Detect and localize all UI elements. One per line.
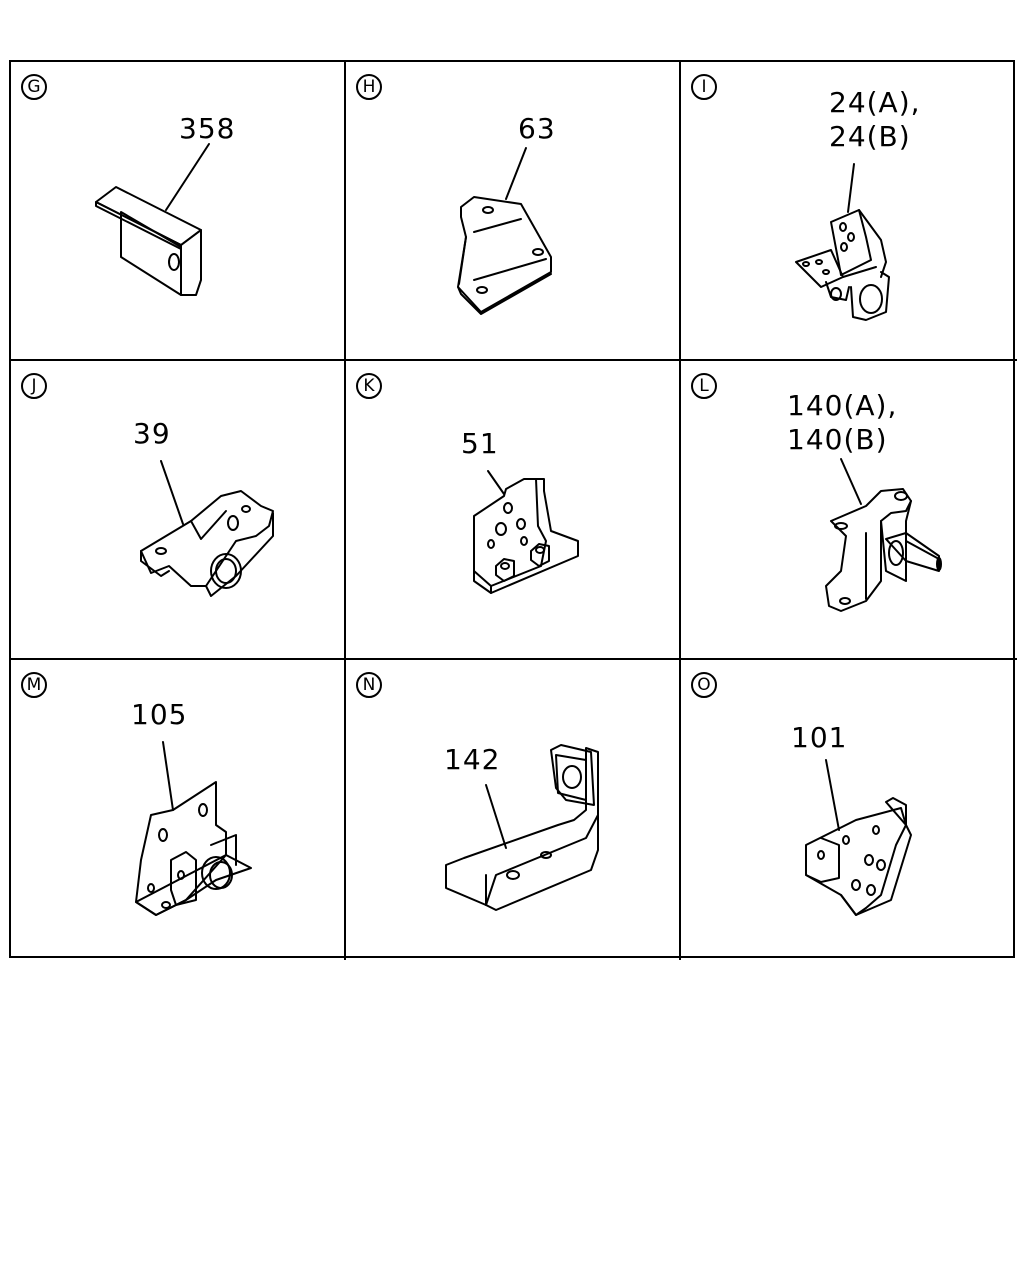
part-number-140-line2: 140(B) (787, 423, 888, 456)
cell-h: H 63 (346, 62, 681, 361)
gusset-bracket-icon (805, 759, 912, 916)
callout-letter-n: N (356, 672, 382, 698)
part-number-24[interactable]: 24(A), 24(B) (829, 86, 921, 154)
l-strap-bracket-icon (445, 744, 599, 911)
callout-letter-j: J (21, 373, 47, 399)
cell-i: I 24(A), 24(B) (681, 62, 1017, 361)
part-number-140[interactable]: 140(A), 140(B) (787, 389, 897, 457)
cell-m: M 105 (11, 660, 346, 960)
part-number-63[interactable]: 63 (518, 112, 556, 145)
parts-diagram-grid: G 358 H 63 I 24(A), 24(B) (9, 60, 1017, 960)
part-number-142[interactable]: 142 (444, 743, 501, 776)
cell-n: N 142 (346, 660, 681, 960)
cell-j: J 39 (11, 361, 346, 660)
part-number-358[interactable]: 358 (179, 112, 236, 145)
callout-letter-i: I (691, 74, 717, 100)
callout-letter-m: M (21, 672, 47, 698)
part-number-24-line1: 24(A), (829, 86, 921, 119)
nut-plate-bracket-icon (473, 470, 579, 594)
callout-letter-o: O (691, 672, 717, 698)
part-number-51[interactable]: 51 (461, 427, 499, 460)
part-number-140-line1: 140(A), (787, 389, 898, 422)
part-number-105[interactable]: 105 (131, 698, 188, 731)
mounting-bracket-icon (795, 163, 890, 321)
callout-letter-l: L (691, 373, 717, 399)
stud-bracket-icon (825, 458, 942, 612)
angle-bracket-icon (95, 143, 210, 296)
cell-g: G 358 (11, 62, 346, 361)
pin-bracket-icon (135, 741, 252, 916)
cell-o: O 101 (681, 660, 1017, 960)
part-number-101[interactable]: 101 (791, 721, 848, 754)
callout-letter-k: K (356, 373, 382, 399)
part-number-24-line2: 24(B) (829, 120, 911, 153)
callout-letter-g: G (21, 74, 47, 100)
callout-letter-h: H (356, 74, 382, 100)
cell-k: K 51 (346, 361, 681, 660)
offset-plate-bracket-icon (457, 147, 552, 315)
cell-l: L 140(A), 140(B) (681, 361, 1017, 660)
bushing-bracket-icon (140, 460, 274, 597)
part-number-39[interactable]: 39 (133, 417, 171, 450)
